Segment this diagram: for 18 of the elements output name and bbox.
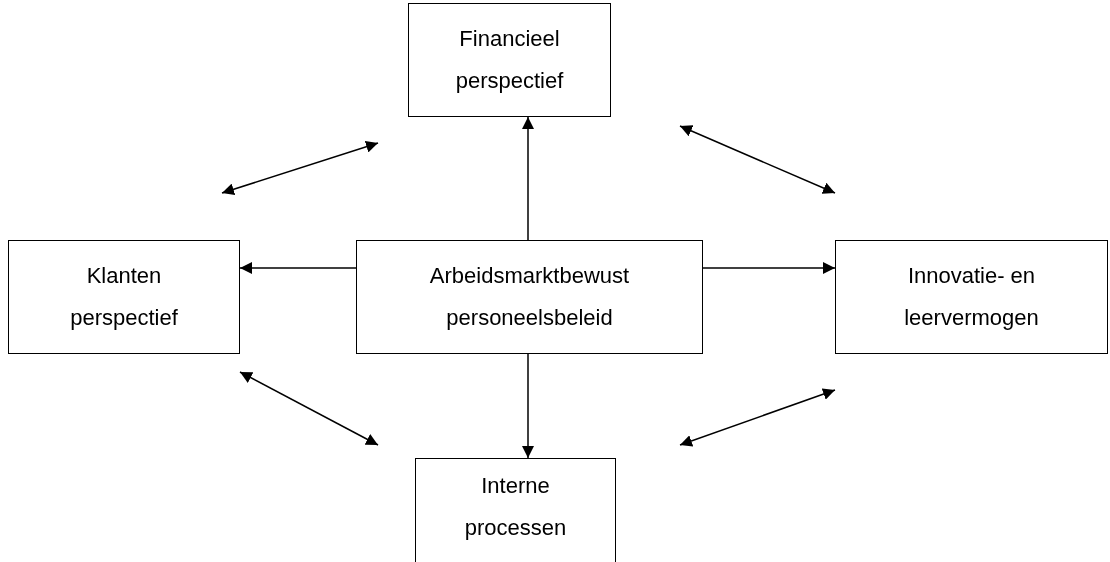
process-box <box>8 240 240 354</box>
process-box <box>835 240 1108 354</box>
box-label: Arbeidsmarktbewust personeelsbeleid <box>428 262 631 332</box>
arrow <box>522 116 534 241</box>
box-label: Klanten perspectief <box>69 262 179 332</box>
arrow <box>221 140 379 196</box>
arrow <box>239 262 357 274</box>
arrow <box>522 353 534 459</box>
box-label: Interne processen <box>463 472 568 542</box>
process-box <box>356 240 703 354</box>
arrow <box>679 388 836 447</box>
arrow <box>239 371 379 446</box>
box-label: Financieel perspectief <box>454 25 565 95</box>
box-label: Innovatie- en leervermogen <box>903 262 1040 332</box>
arrow <box>702 262 836 274</box>
process-box <box>415 458 616 562</box>
process-box <box>408 3 611 117</box>
arrow <box>679 125 836 194</box>
